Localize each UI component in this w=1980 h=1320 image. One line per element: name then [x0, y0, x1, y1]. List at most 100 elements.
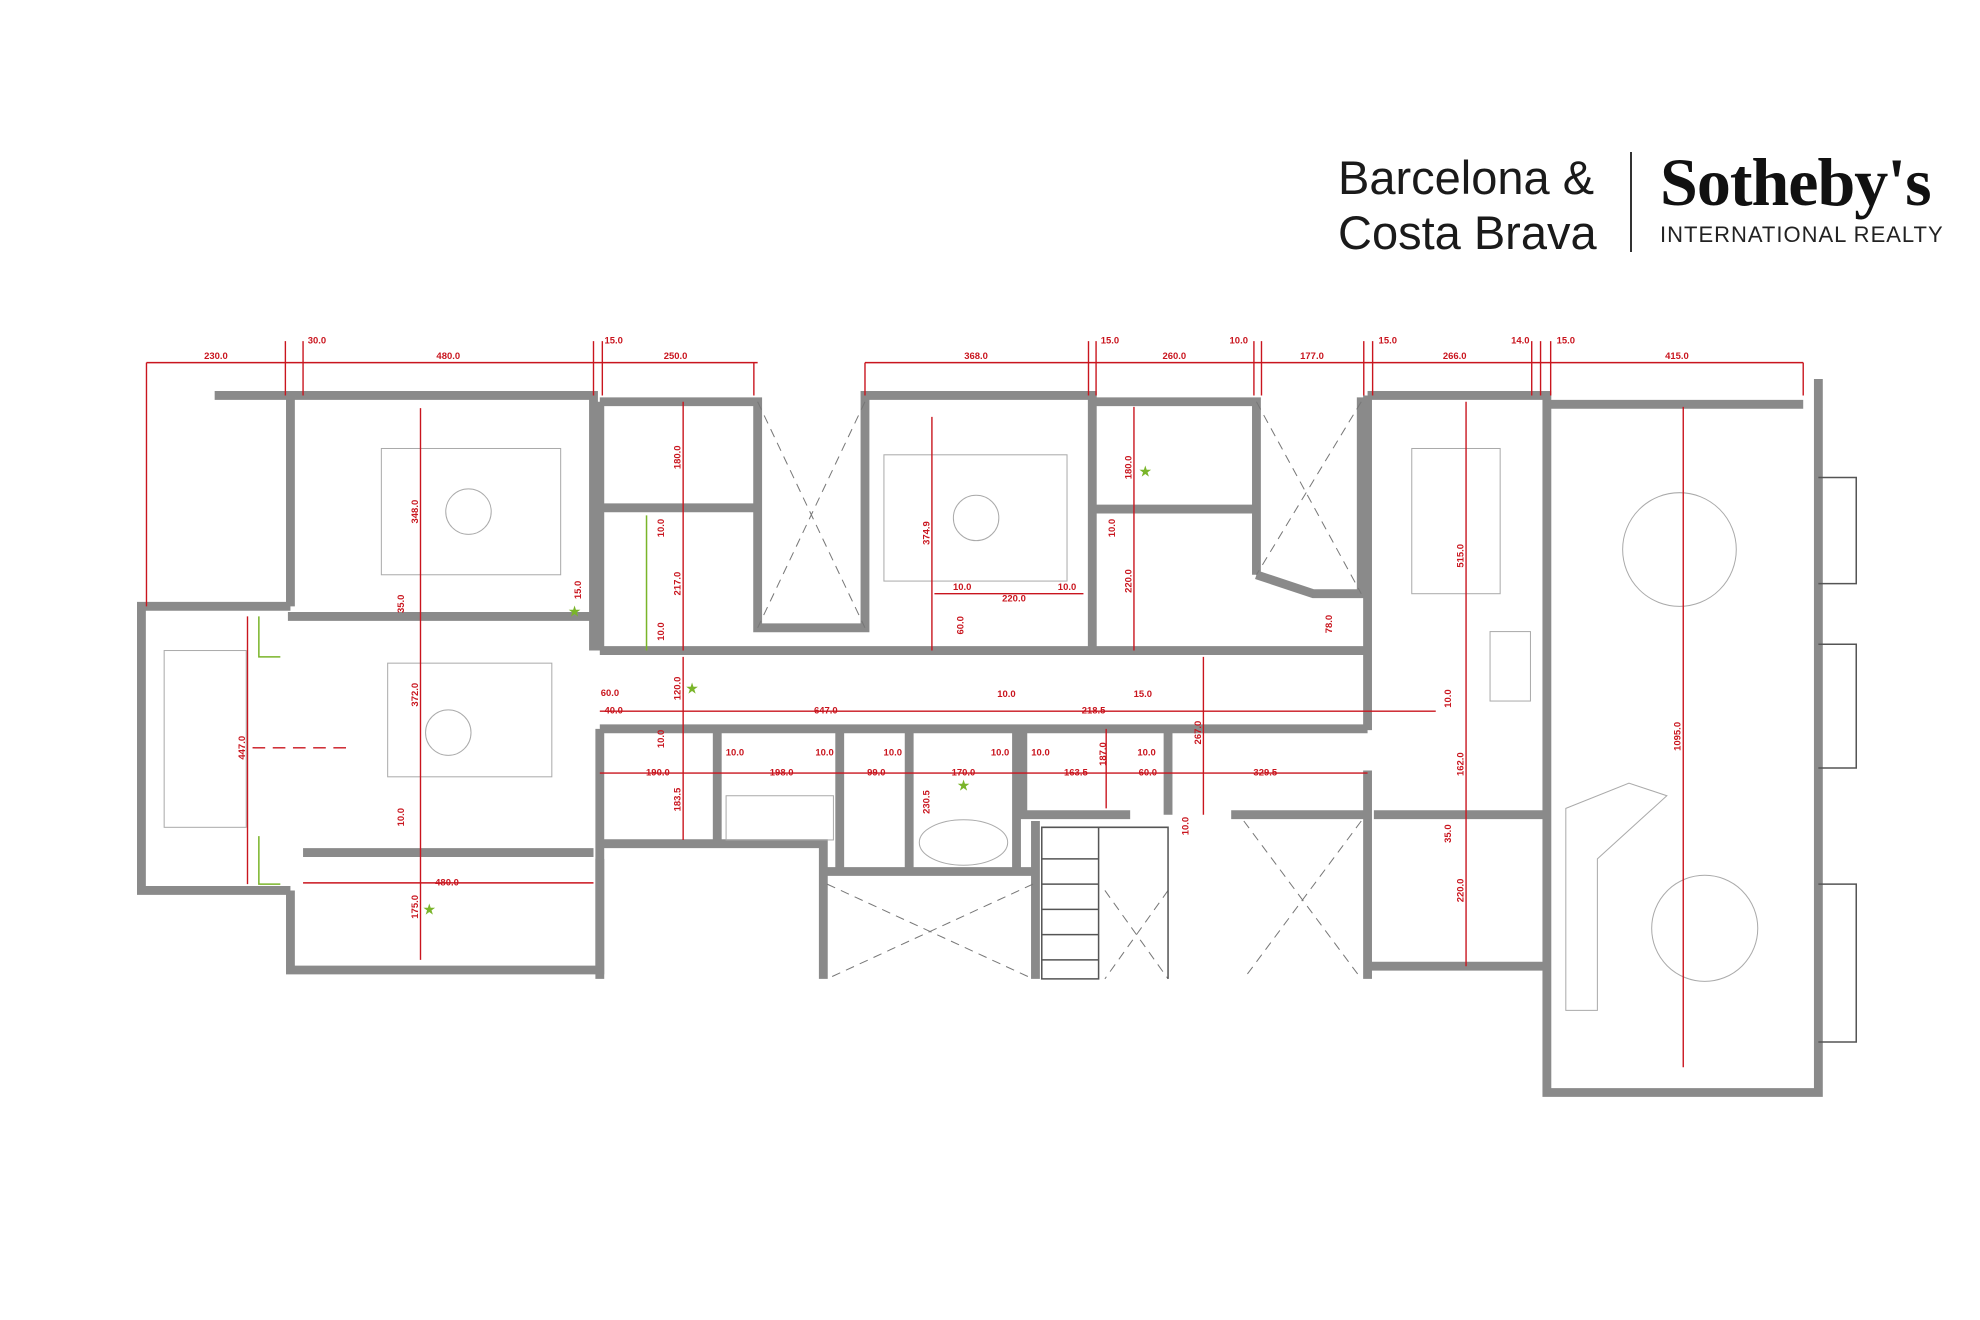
dim-label: 10.0 [1058, 582, 1076, 593]
dim-label: 220.0 [1002, 593, 1026, 604]
sofa [1565, 782, 1668, 1011]
dim-label: 162.0 [1456, 752, 1467, 776]
dim-label: 10.0 [815, 747, 833, 758]
dim-label: 372.0 [410, 683, 421, 707]
marker-star-icon: ★ [568, 602, 582, 620]
dim-label: 10.0 [1180, 817, 1191, 835]
dim-label: 10.0 [1443, 689, 1454, 707]
logo-brand-sub: INTERNATIONAL REALTY [1660, 222, 1944, 247]
voids [757, 401, 1858, 1043]
dim-label: 1095.0 [1673, 722, 1684, 751]
walls [137, 379, 1823, 1097]
dim-label: 374.9 [921, 521, 932, 545]
logo-line-1: Barcelona & [1338, 151, 1595, 204]
dim-label: 10.0 [1031, 747, 1049, 758]
dim-label: 348.0 [410, 500, 421, 524]
dim-label: 198.0 [770, 768, 794, 779]
dim-label: 218.5 [1082, 706, 1106, 717]
dim-label: 266.0 [1443, 351, 1467, 362]
dim-label: 10.0 [953, 582, 971, 593]
dim-label: 175.0 [410, 895, 421, 919]
dim-label: 10.0 [656, 519, 667, 537]
dim-label: 220.0 [1456, 879, 1467, 903]
furniture [163, 447, 1759, 1011]
dim-label: 78.0 [1324, 615, 1335, 633]
dim-label: 10.0 [997, 689, 1015, 700]
dim-label: 35.0 [396, 595, 407, 613]
markers: ★ ★ ★ ★ ★ [423, 462, 1153, 918]
dim-label: 15.0 [1134, 689, 1152, 700]
dim-label: 60.0 [955, 616, 966, 634]
dim-label: 10.0 [884, 747, 902, 758]
dim-label: 10.0 [396, 808, 407, 826]
logo-region-text: Barcelona & Costa Brava [1338, 150, 1597, 260]
marker-star-icon: ★ [685, 679, 699, 697]
dim-label: 190.0 [646, 768, 670, 779]
void-x-1 [757, 401, 866, 629]
marker-star-icon: ★ [1139, 462, 1153, 480]
wall-corridor [595, 646, 1368, 979]
dimension-lines [145, 341, 1804, 1068]
appliance [1489, 631, 1531, 702]
dim-label: 14.0 [1511, 336, 1529, 347]
vertical-dimension-labels: 348.0 35.0 372.0 10.0 175.0 447.0 180.0 … [237, 445, 1684, 918]
vanity [725, 795, 834, 841]
marker-star-icon: ★ [423, 900, 437, 918]
dim-label: 480.0 [436, 351, 460, 362]
logo-brand: Sotheby's INTERNATIONAL REALTY [1660, 146, 1944, 248]
dim-label: 230.5 [921, 790, 932, 814]
rug-1 [445, 488, 492, 535]
balcony-furniture [163, 650, 247, 828]
wall-balcony-left [137, 601, 291, 895]
dim-label: 170.0 [952, 768, 976, 779]
coffee-table [1651, 874, 1759, 982]
dim-label: 368.0 [964, 351, 988, 362]
bathtub [918, 819, 1009, 866]
dim-label: 15.0 [1557, 336, 1575, 347]
kitchen-island [1411, 447, 1501, 595]
bed-1 [380, 447, 562, 576]
void-x-2 [1255, 401, 1362, 594]
dim-label: 10.0 [991, 747, 1009, 758]
logo-brand-name: Sotheby's [1660, 144, 1932, 220]
balconies-right [1818, 476, 1858, 1043]
dim-label: 35.0 [1443, 824, 1454, 842]
dim-label: 329.5 [1253, 768, 1277, 779]
wall-bottom-rooms [712, 728, 1368, 979]
dim-label: 480.0 [435, 877, 459, 888]
dim-label: 10.0 [726, 747, 744, 758]
dim-label: 217.0 [673, 572, 684, 596]
dim-label: 447.0 [237, 736, 248, 760]
dim-label: 10.0 [1137, 747, 1155, 758]
dim-label: 10.0 [1107, 519, 1118, 537]
dim-label: 183.5 [673, 788, 684, 812]
top-dimension-labels: 230.0 30.0 480.0 15.0 250.0 368.0 15.0 2… [204, 336, 1689, 362]
dim-label: 60.0 [1139, 768, 1157, 779]
wall-bath-block [595, 391, 1097, 651]
wall-kitchen [1363, 379, 1823, 1097]
marker-star-icon: ★ [957, 777, 971, 795]
dim-label: 40.0 [604, 706, 622, 717]
dim-label: 15.0 [1379, 336, 1397, 347]
bed-2 [387, 662, 553, 778]
void-x-5 [1104, 890, 1169, 980]
dim-label: 10.0 [656, 730, 667, 748]
dim-label: 120.0 [673, 677, 684, 701]
void-x-3 [826, 883, 1034, 980]
logo-divider [1630, 152, 1632, 252]
dim-label: 187.0 [1098, 742, 1109, 766]
dim-label: 99.0 [867, 768, 885, 779]
dim-label: 250.0 [664, 351, 688, 362]
green-markers [258, 515, 648, 885]
horizontal-dimension-labels: 10.0 220.0 10.0 480.0 60.0 40.0 647.0 10… [435, 582, 1277, 888]
dim-label: 180.0 [1123, 456, 1134, 480]
dim-label: 230.0 [204, 351, 228, 362]
dim-label: 260.0 [1163, 351, 1187, 362]
dining-table [1622, 492, 1737, 607]
rug-2 [425, 709, 472, 756]
interior-dimension-lines [246, 401, 1684, 1068]
dim-label: 163.5 [1064, 768, 1088, 779]
dim-label: 60.0 [601, 688, 619, 699]
logo-line-2: Costa Brava [1338, 206, 1597, 259]
